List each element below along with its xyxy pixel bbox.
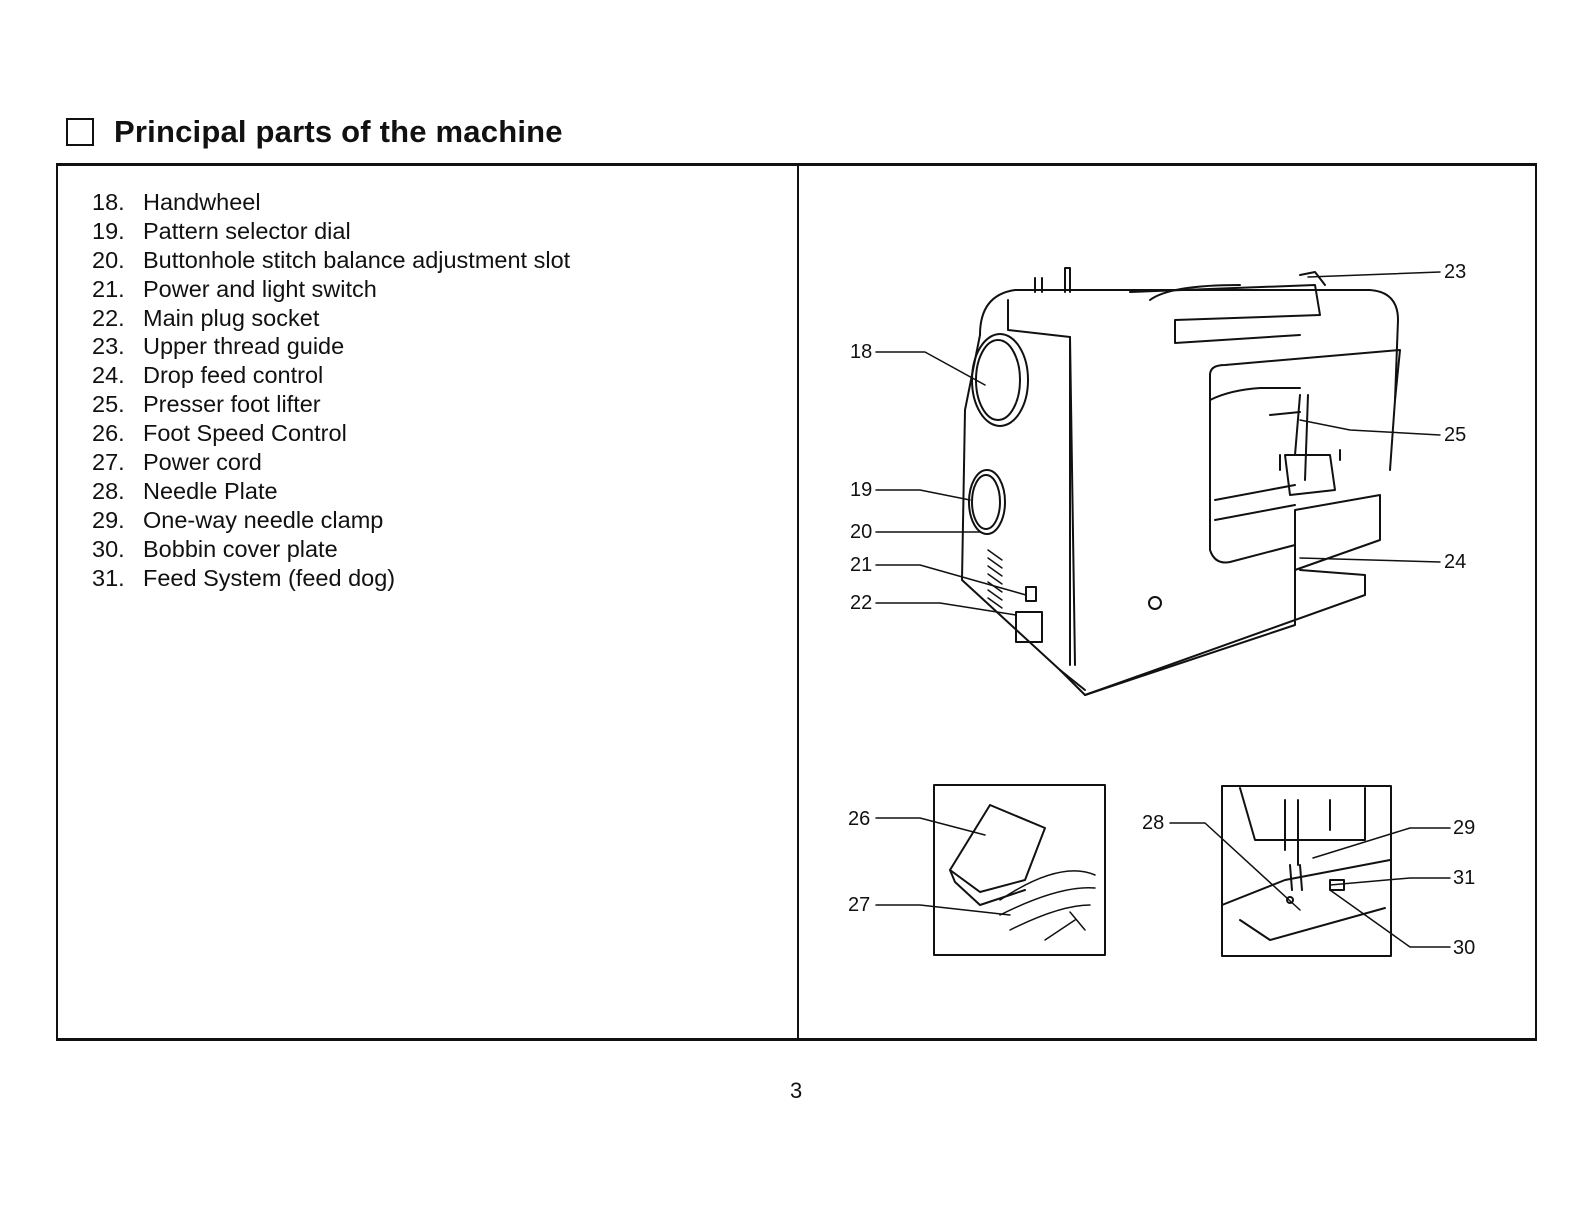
part-number: 26.	[92, 420, 125, 447]
part-name: Feed System (feed dog)	[143, 564, 396, 591]
list-item: 21. Power and light switch	[92, 275, 570, 304]
part-name: Main plug socket	[143, 304, 320, 331]
list-item: 29. One-way needle clamp	[92, 506, 570, 535]
checkbox-square-icon	[66, 118, 94, 146]
callout-20: 20	[850, 521, 872, 543]
part-number: 19.	[92, 217, 125, 244]
callout-18: 18	[850, 341, 872, 363]
list-item: 30. Bobbin cover plate	[92, 535, 570, 564]
column-divider	[797, 163, 799, 1040]
list-item: 26. Foot Speed Control	[92, 419, 570, 448]
callout-25: 25	[1444, 424, 1466, 446]
callout-leaders	[875, 271, 1451, 948]
part-name: Bobbin cover plate	[143, 535, 338, 562]
part-name: Power and light switch	[143, 275, 377, 302]
list-item: 31. Feed System (feed dog)	[92, 564, 570, 593]
list-item: 24. Drop feed control	[92, 361, 570, 390]
callout-30: 30	[1453, 937, 1475, 959]
part-number: 28.	[92, 477, 125, 504]
content-frame	[56, 163, 1537, 1041]
page-number: 3	[790, 1078, 803, 1103]
part-name: Handwheel	[143, 189, 261, 215]
part-name: Buttonhole stitch balance adjustment slo…	[143, 246, 571, 273]
part-number: 27.	[92, 449, 125, 476]
part-number: 18.	[92, 189, 125, 215]
list-item: 20. Buttonhole stitch balance adjustment …	[92, 246, 570, 275]
part-number: 31.	[92, 564, 125, 591]
list-item: 23. Upper thread guide	[92, 332, 570, 361]
part-name: Foot Speed Control	[143, 420, 347, 447]
callout-19: 19	[850, 479, 872, 501]
part-number: 30.	[92, 535, 125, 562]
list-item: 25. Presser foot lifter	[92, 390, 570, 419]
sewing-machine-illustration	[961, 267, 1401, 696]
needle-plate-inset	[1221, 785, 1392, 957]
part-number: 22.	[92, 304, 125, 331]
callout-24: 24	[1444, 551, 1466, 573]
callout-29: 29	[1453, 817, 1475, 839]
callout-27: 27	[848, 894, 870, 916]
callout-22: 22	[850, 592, 872, 614]
part-name: Needle Plate	[143, 477, 278, 504]
callout-31: 31	[1453, 867, 1475, 889]
callout-21: 21	[850, 554, 872, 576]
callout-23: 23	[1444, 261, 1466, 283]
part-number: 21.	[92, 275, 125, 302]
part-number: 29.	[92, 506, 125, 533]
part-number: 24.	[92, 362, 125, 389]
part-number: 20.	[92, 246, 125, 273]
list-item: 28. Needle Plate	[92, 477, 570, 506]
machine-diagram: 18 19 20 21 22 23 24 25 26 27 28 29 30 3…	[848, 261, 1475, 959]
part-name: Presser foot lifter	[143, 391, 321, 418]
callout-28: 28	[1142, 812, 1164, 834]
part-name: Power cord	[143, 449, 262, 476]
parts-list: 18. Handwheel 19. Pattern selector dial 20…	[92, 188, 570, 592]
part-number: 23.	[92, 333, 125, 360]
list-item: 22. Main plug socket	[92, 304, 570, 333]
foot-control-inset	[933, 784, 1106, 956]
page-title: Principal parts of the machine	[114, 114, 563, 149]
callout-26: 26	[848, 808, 870, 830]
part-name: Upper thread guide	[143, 333, 345, 360]
list-item: 27. Power cord	[92, 448, 570, 477]
part-name: Drop feed control	[143, 362, 324, 389]
section-heading: Principal parts of the machine	[66, 114, 563, 150]
part-name: Pattern selector dial	[143, 217, 351, 244]
list-item: 19. Pattern selector dial	[92, 217, 570, 246]
part-name: One-way needle clamp	[143, 506, 384, 533]
part-number: 25.	[92, 391, 125, 418]
list-item: 18. Handwheel	[92, 188, 570, 217]
callout-labels: 18 19 20 21 22 23 24 25 26 27 28 29 30 3…	[848, 261, 1475, 959]
